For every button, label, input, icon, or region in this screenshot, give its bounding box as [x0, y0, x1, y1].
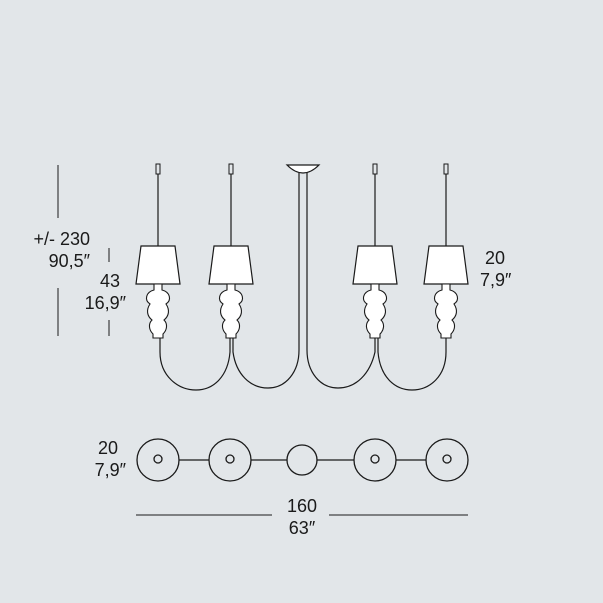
body-height-label: 43 16,9″: [70, 270, 126, 314]
total-width-in: 63″: [288, 518, 316, 538]
total-height-cm: +/- 230: [33, 229, 90, 249]
total-height-in: 90,5″: [48, 251, 90, 271]
total-width-label: 160 63″: [262, 495, 342, 539]
plan-view: [136, 438, 469, 482]
body-height-in: 16,9″: [84, 293, 126, 313]
base-diameter-label: 20 7,9″: [60, 437, 126, 481]
total-width-cm: 160: [286, 496, 318, 516]
shade-diameter-label: 20 7,9″: [480, 247, 511, 291]
lamp-4: [423, 163, 469, 339]
curved-arm: [377, 338, 447, 391]
lamp-1: [135, 163, 181, 339]
total-height-label: +/- 230 90,5″: [10, 228, 90, 272]
lamp-2: [208, 163, 254, 339]
lamp-3: [352, 163, 398, 339]
central-stem: [232, 172, 300, 389]
body-height-cm: 43: [99, 271, 120, 291]
base-diameter-cm: 20: [97, 438, 118, 458]
ceiling-canopy: [285, 164, 321, 174]
shade-diameter-cm: 20: [485, 248, 506, 268]
shade-diameter-in: 7,9″: [480, 270, 512, 290]
base-diameter-in: 7,9″: [94, 460, 126, 480]
curved-arm: [159, 338, 231, 391]
